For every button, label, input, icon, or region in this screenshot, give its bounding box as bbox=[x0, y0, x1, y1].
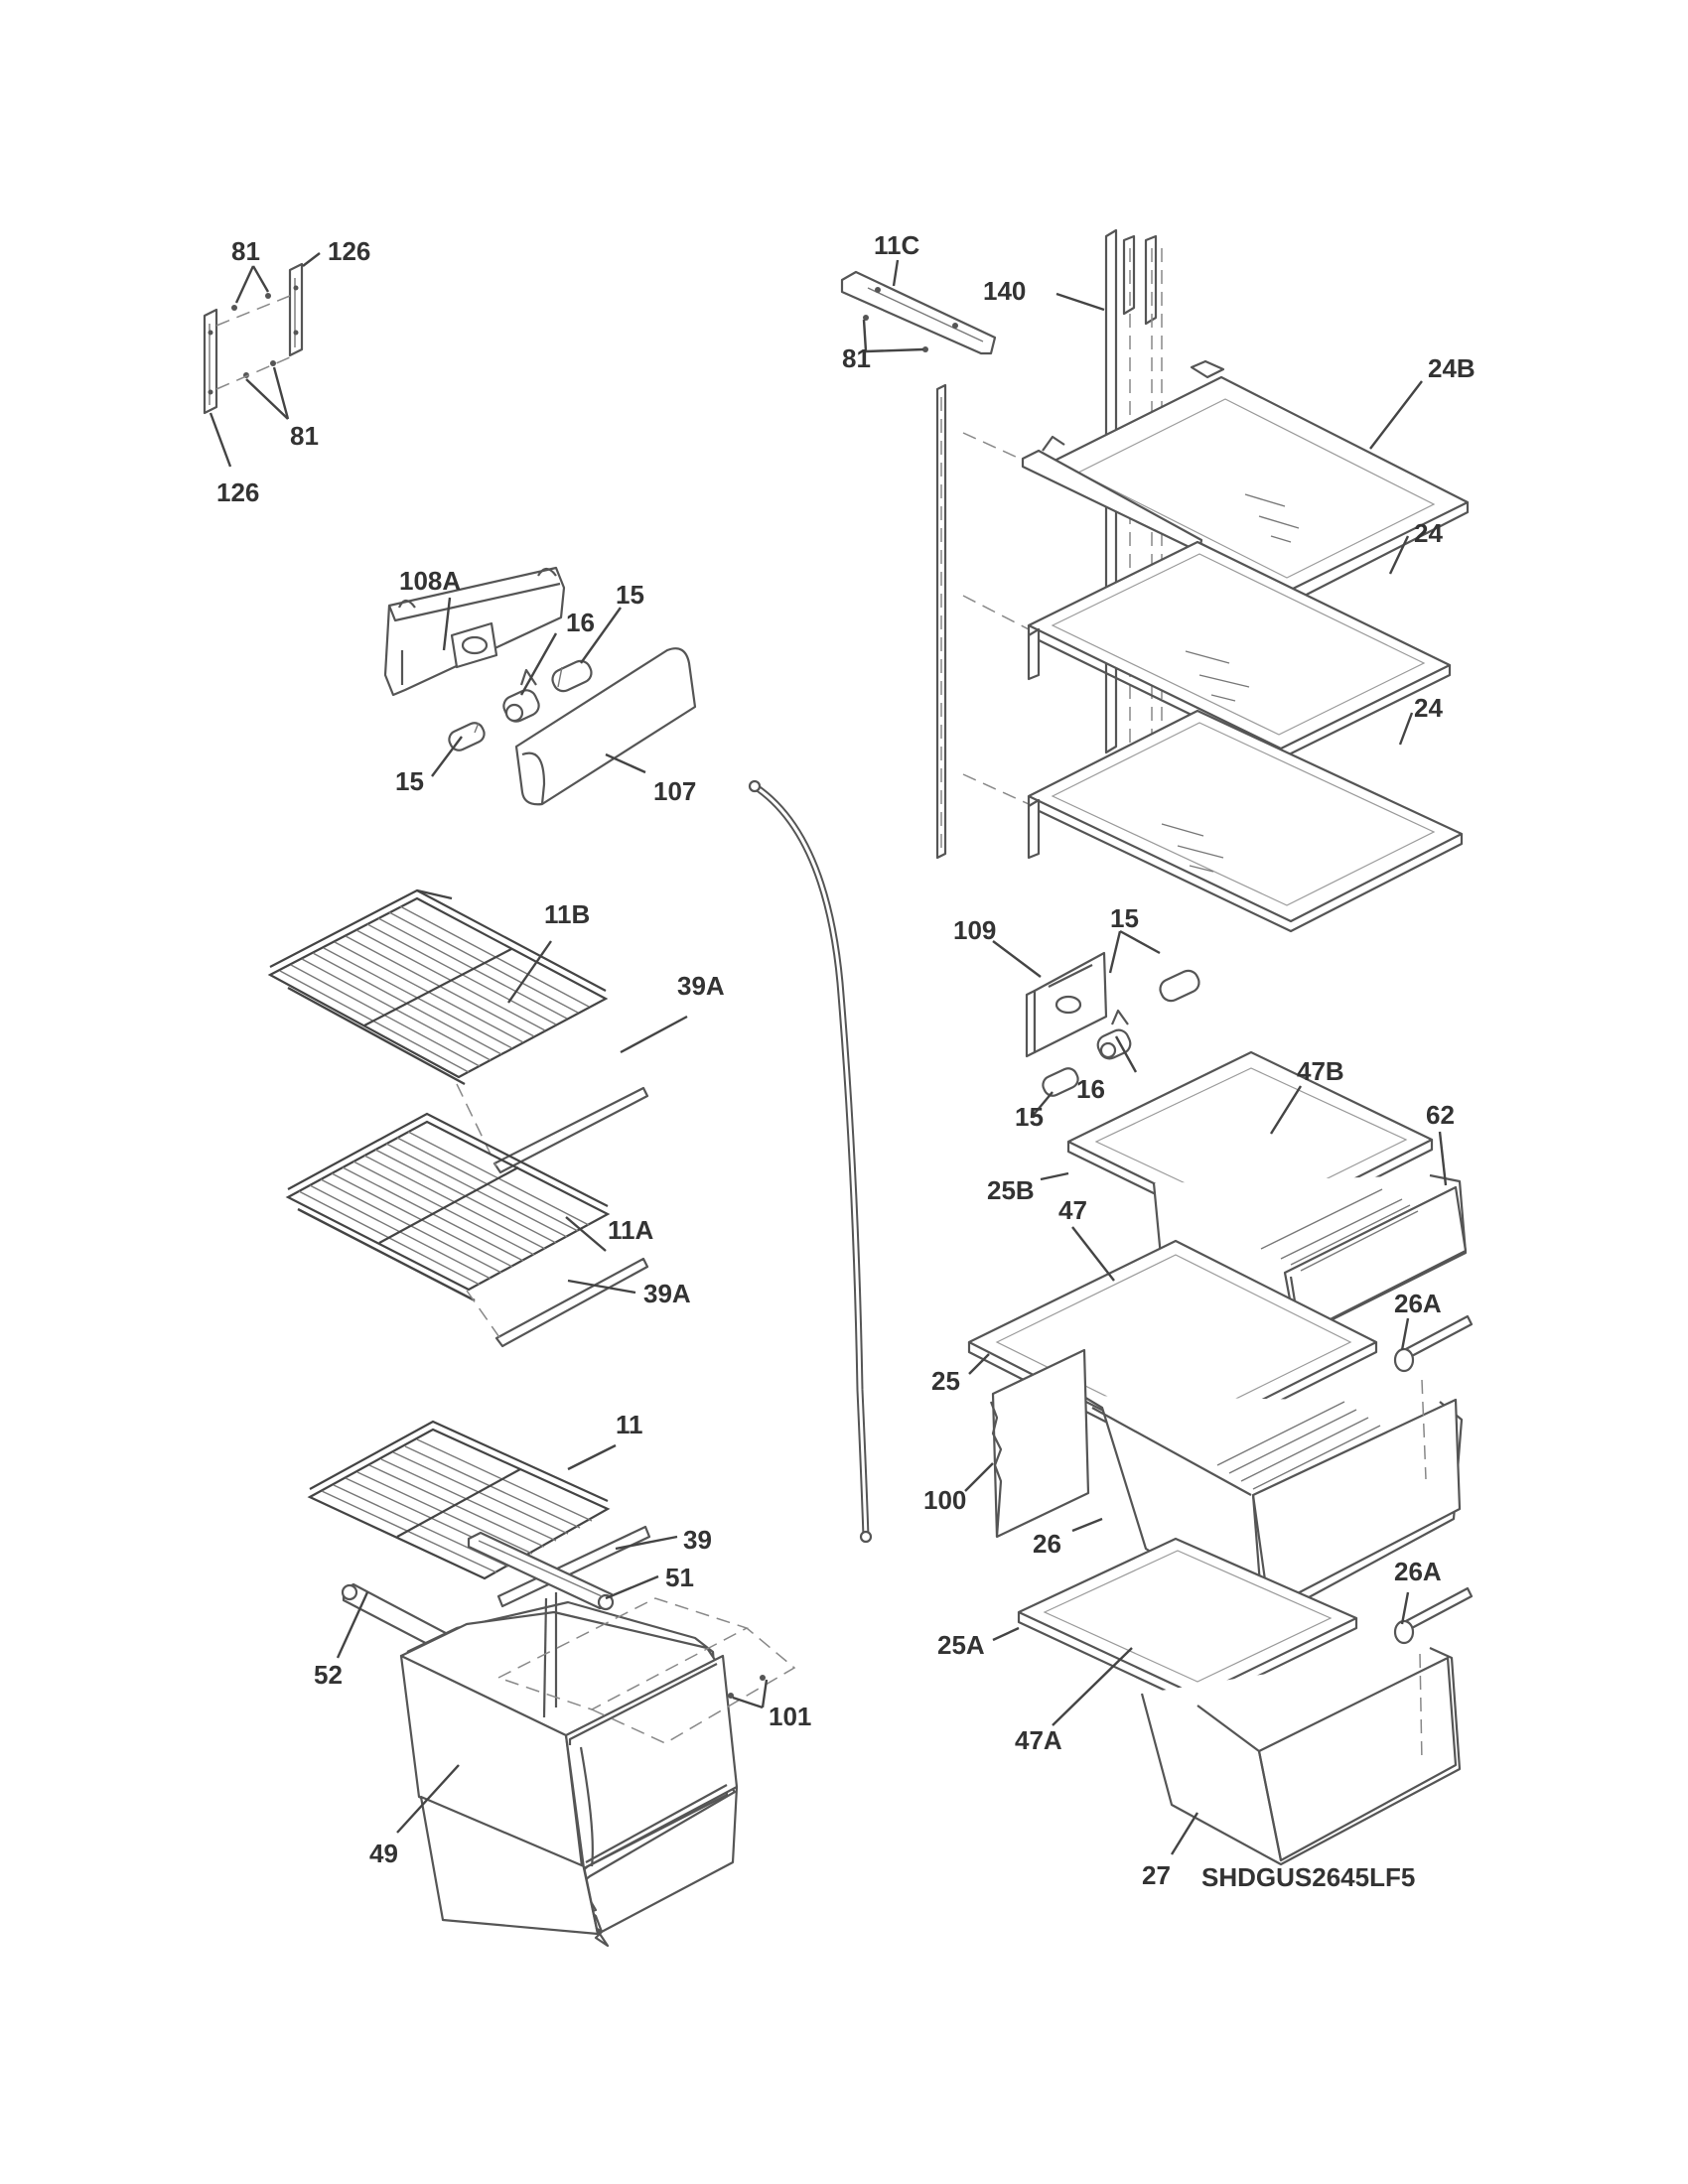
callout-39A-lower: 39A bbox=[643, 1279, 691, 1308]
callout-81-right: 81 bbox=[842, 343, 871, 373]
callout-25A: 25A bbox=[937, 1630, 985, 1660]
drawer-divider-100 bbox=[989, 1348, 1090, 1539]
callout-49: 49 bbox=[369, 1839, 398, 1868]
leader-lines-left-lower bbox=[336, 940, 769, 1834]
leader-lines-top-right bbox=[862, 259, 1423, 746]
callout-52: 52 bbox=[314, 1660, 343, 1690]
callout-39: 39 bbox=[683, 1525, 712, 1555]
callout-27: 27 bbox=[1142, 1860, 1171, 1890]
glass-shelf-24-lower bbox=[1027, 709, 1464, 933]
light-bulb-15-upper-right bbox=[551, 659, 593, 693]
mounting-bracket-11C bbox=[840, 270, 997, 355]
light-bulb-15-right bbox=[1159, 969, 1200, 1003]
crisper-drawer-27 bbox=[1140, 1646, 1462, 1866]
light-housing-108A bbox=[383, 566, 566, 697]
leader-lines-top-left bbox=[209, 252, 321, 468]
shelf-trim-39A-lower bbox=[466, 1257, 649, 1348]
wire-shelf-11B bbox=[267, 888, 609, 1086]
hinge-bracket-126-upper bbox=[288, 262, 304, 357]
light-socket-16-lower bbox=[1096, 1009, 1132, 1060]
callout-81-top: 81 bbox=[231, 236, 260, 266]
crisper-bin-49 bbox=[399, 1592, 739, 1948]
wire-shelf-11 bbox=[307, 1420, 611, 1580]
callout-126-bottom: 126 bbox=[216, 478, 259, 507]
callout-100: 100 bbox=[923, 1485, 966, 1515]
callout-25: 25 bbox=[931, 1366, 960, 1396]
callout-16-lower: 16 bbox=[1076, 1074, 1105, 1104]
slide-rail-51 bbox=[467, 1531, 615, 1611]
callout-62: 62 bbox=[1426, 1100, 1455, 1130]
callout-26A-upper: 26A bbox=[1394, 1289, 1442, 1318]
callout-11: 11 bbox=[616, 1410, 643, 1439]
callout-15-left: 15 bbox=[395, 766, 424, 796]
callout-15-lower: 15 bbox=[1015, 1102, 1044, 1132]
callout-24B: 24B bbox=[1428, 353, 1476, 383]
callout-labels: 81 126 81 126 11C 140 81 24B 24 24 108A … bbox=[216, 230, 1476, 1890]
drawer-cover-25A bbox=[1017, 1537, 1358, 1707]
callout-15-upper: 15 bbox=[616, 580, 644, 610]
light-housing-109 bbox=[1025, 951, 1108, 1058]
callout-16-upper: 16 bbox=[566, 608, 595, 637]
shelf-trim-39A-upper bbox=[456, 1083, 649, 1174]
leader-lines-right-lower bbox=[964, 1085, 1448, 1855]
shelf-trim-39 bbox=[496, 1525, 651, 1608]
callout-126-top: 126 bbox=[328, 236, 370, 266]
drawer-stop-26A-upper bbox=[1393, 1314, 1474, 1373]
drawer-stop-26A-lower bbox=[1393, 1586, 1474, 1645]
callout-81-mid: 81 bbox=[290, 421, 319, 451]
callout-101: 101 bbox=[769, 1702, 811, 1731]
wire-shelf-11A bbox=[285, 1112, 611, 1302]
callout-47A: 47A bbox=[1015, 1725, 1062, 1755]
model-code: SHDGUS2645LF5 bbox=[1201, 1862, 1415, 1892]
screws-81 bbox=[215, 293, 291, 390]
callout-24-lower: 24 bbox=[1414, 693, 1443, 723]
callout-24-upper: 24 bbox=[1414, 518, 1443, 548]
water-tube bbox=[748, 779, 873, 1544]
callout-108A: 108A bbox=[399, 566, 461, 596]
callout-140: 140 bbox=[983, 276, 1026, 306]
leader-lines-right-middle bbox=[992, 929, 1161, 1117]
callout-47B: 47B bbox=[1297, 1056, 1344, 1086]
callout-25B: 25B bbox=[987, 1175, 1035, 1205]
callout-15-right: 15 bbox=[1110, 903, 1139, 933]
callout-51: 51 bbox=[665, 1563, 694, 1592]
light-shield-107 bbox=[514, 647, 697, 806]
callout-11C: 11C bbox=[874, 230, 919, 260]
callout-26: 26 bbox=[1033, 1529, 1061, 1559]
glass-shelf-24-upper bbox=[1027, 540, 1452, 760]
hinge-bracket-126-lower bbox=[203, 308, 218, 415]
callout-107: 107 bbox=[653, 776, 696, 806]
callout-109: 109 bbox=[953, 915, 996, 945]
light-socket-16-upper bbox=[502, 668, 540, 723]
callout-11B: 11B bbox=[544, 899, 590, 929]
callout-39A-upper: 39A bbox=[677, 971, 725, 1001]
leader-lines-light bbox=[431, 597, 646, 777]
callout-26A-lower: 26A bbox=[1394, 1557, 1442, 1586]
screws-101 bbox=[728, 1675, 766, 1699]
light-bulb-15-lower bbox=[1042, 1067, 1079, 1097]
bin-cover-dashed-outline bbox=[496, 1597, 796, 1744]
callout-47: 47 bbox=[1058, 1195, 1087, 1225]
callout-11A: 11A bbox=[608, 1215, 653, 1245]
